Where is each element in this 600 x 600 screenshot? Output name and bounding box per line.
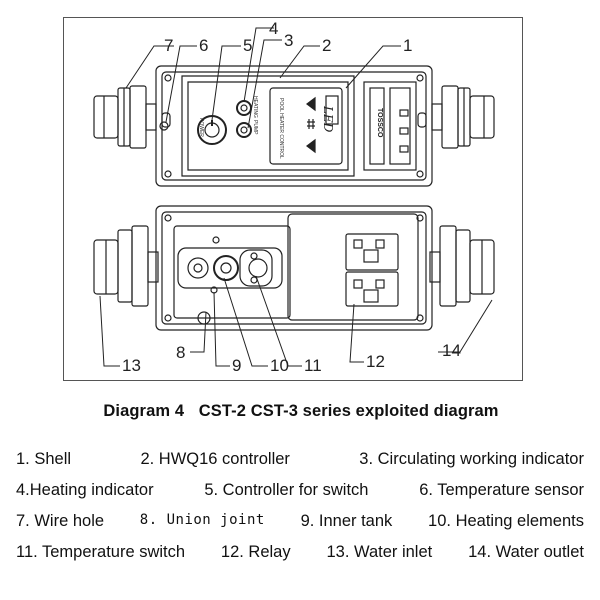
legend-item-relay: 12. Relay	[220, 543, 291, 561]
caption-number: Diagram 4	[103, 402, 185, 420]
pool-heater-label: POOL HEATER CONTROL	[278, 98, 284, 159]
label-plate	[363, 81, 417, 171]
legend-item-shell: 1. Shell	[16, 450, 72, 468]
legend-item-inner-tank: 9. Inner tank	[300, 512, 393, 530]
exploded-diagram: LED POOL HEATER CONTROL POWER HEATING PU…	[93, 19, 495, 375]
callout-7: 7	[164, 36, 173, 55]
controller-switch	[197, 115, 227, 145]
legend-item-heating-indicator: 4.Heating indicator	[16, 481, 154, 499]
top-left-fitting	[93, 85, 157, 149]
bottom-right-fitting	[429, 225, 495, 307]
legend-row-2: 4.Heating indicator 5. Controller for sw…	[16, 481, 584, 500]
callout-1: 1	[403, 36, 412, 55]
inner-tank	[173, 225, 291, 325]
heating-indicator	[236, 100, 252, 116]
legend-item-circulating-indicator: 3. Circulating working indicator	[359, 450, 584, 468]
callout-5: 5	[243, 36, 252, 55]
shell-top	[155, 65, 433, 187]
callout-8: 8	[176, 343, 185, 362]
legend-row-4: 11. Temperature switch 12. Relay 13. Wat…	[16, 543, 584, 562]
caption-title: CST-2 CST-3 series exploited diagram	[198, 402, 499, 420]
diagram-frame: LED POOL HEATER CONTROL POWER HEATING PU…	[63, 17, 523, 381]
circulating-indicator	[236, 122, 252, 138]
legend-item-heating-elements: 10. Heating elements	[428, 512, 584, 530]
heating-label: HEATING	[252, 96, 258, 118]
diagram-caption: Diagram 4 CST-2 CST-3 series exploited d…	[0, 402, 600, 421]
legend-item-controller: 2. HWQ16 controller	[140, 450, 290, 468]
callout-9: 9	[232, 356, 241, 375]
legend-item-water-outlet: 14. Water outlet	[468, 543, 584, 561]
top-right-fitting	[431, 85, 495, 149]
bottom-left-fitting	[93, 225, 159, 307]
legend-item-union-joint: 8. Union joint	[139, 512, 265, 528]
shell-bottom	[155, 205, 433, 331]
callout-12: 12	[366, 352, 385, 371]
legend-item-water-inlet: 13. Water inlet	[326, 543, 433, 561]
legend-row-1: 1. Shell 2. HWQ16 controller 3. Circulat…	[16, 450, 584, 469]
legend-item-temperature-switch: 11. Temperature switch	[16, 543, 186, 561]
temperature-sensor-top	[159, 121, 169, 131]
legend-item-temperature-sensor: 6. Temperature sensor	[419, 481, 584, 499]
brand-logo: TOSSCO	[376, 108, 383, 138]
relay-compartment	[287, 213, 419, 321]
power-label: POWER	[198, 118, 204, 137]
callout-14: 14	[442, 341, 461, 360]
callout-11: 11	[304, 356, 322, 375]
pump-label: PUMP	[252, 120, 258, 135]
controller-cover	[181, 75, 355, 177]
callout-6: 6	[199, 36, 208, 55]
callout-3: 3	[284, 31, 293, 50]
callout-13: 13	[122, 356, 141, 375]
legend-item-wire-hole: 7. Wire hole	[16, 512, 105, 530]
callout-10: 10	[270, 356, 289, 375]
legend-item-controller-switch: 5. Controller for switch	[204, 481, 369, 499]
callout-2: 2	[322, 36, 331, 55]
callout-4: 4	[269, 19, 278, 38]
legend-row-3: 7. Wire hole 8. Union joint 9. Inner tan…	[16, 512, 584, 531]
led-text: LED	[321, 105, 335, 133]
